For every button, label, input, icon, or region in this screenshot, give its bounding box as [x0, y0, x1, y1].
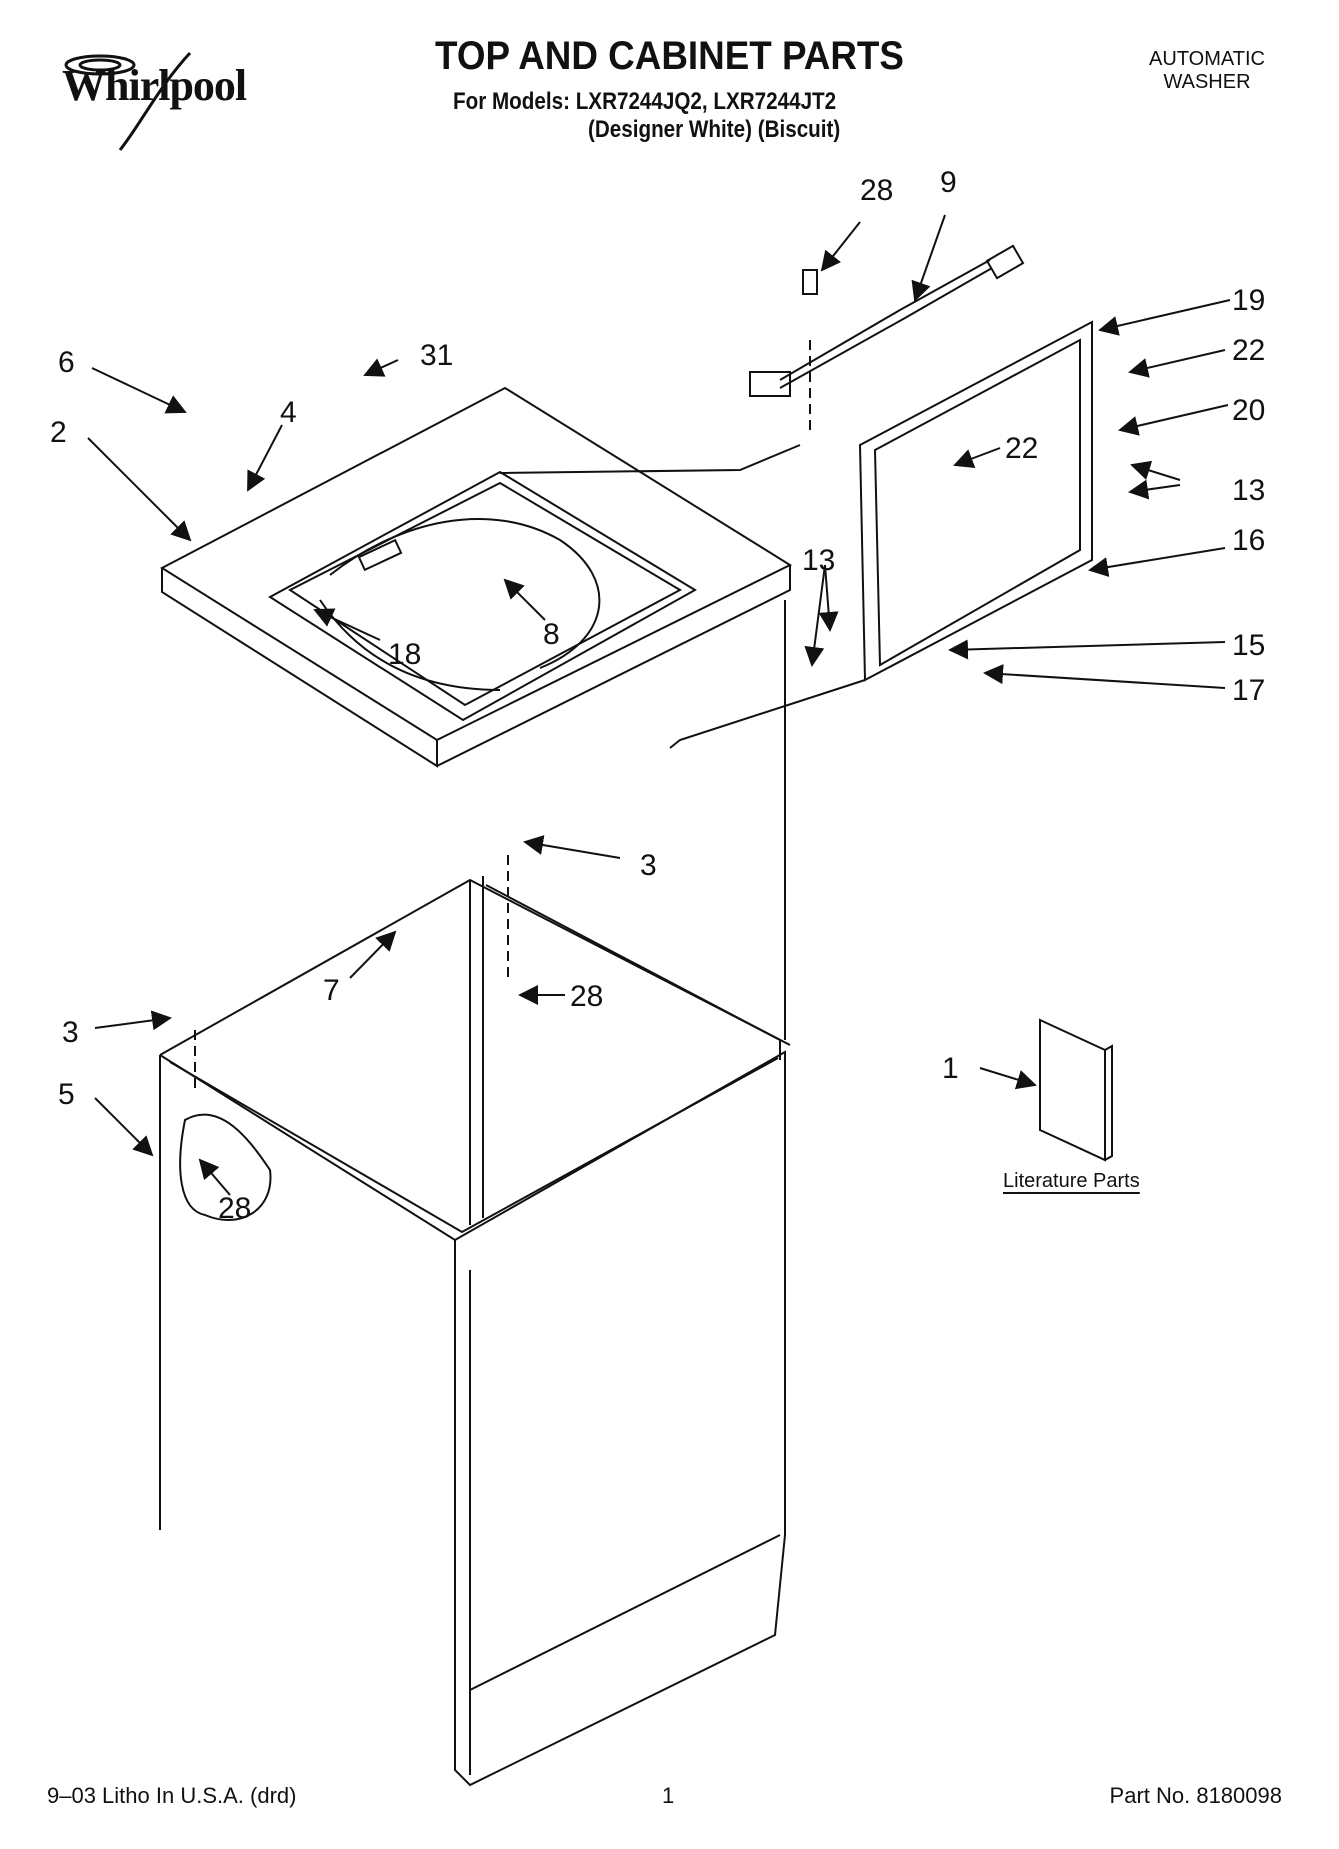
callout-28-low: 28 [218, 1192, 251, 1225]
callout-28-mid: 28 [570, 980, 603, 1013]
callout-6: 6 [58, 346, 75, 379]
callout-13-right: 13 [1232, 474, 1265, 507]
callout-22-inner: 22 [1005, 432, 1038, 465]
models-line: For Models: LXR7244JQ2, LXR7244JT2 [453, 88, 837, 115]
footer-part-no: Part No. 8180098 [1109, 1783, 1282, 1808]
wire-harness [749, 244, 1025, 436]
callout-28-top: 28 [860, 174, 893, 207]
top-panel [159, 386, 793, 768]
swirl-icon [64, 51, 192, 151]
callout-22-right: 22 [1232, 334, 1265, 367]
callout-8: 8 [543, 618, 560, 651]
callout-5: 5 [58, 1078, 75, 1111]
callout-9: 9 [940, 166, 957, 199]
product-type-line2: WASHER [1163, 71, 1251, 93]
callout-1: 1 [942, 1052, 959, 1085]
callout-4: 4 [280, 396, 297, 429]
callout-13-left: 13 [802, 544, 835, 577]
callout-31: 31 [420, 339, 453, 372]
callout-3-left: 3 [62, 1016, 79, 1049]
variants-line: (Designer White) (Biscuit) [588, 116, 841, 143]
brand-logo [40, 45, 280, 155]
callout-19: 19 [1232, 284, 1265, 317]
literature-label: Literature Parts [1003, 1170, 1140, 1192]
callout-17: 17 [1232, 674, 1265, 707]
callout-2: 2 [50, 416, 67, 449]
callout-18: 18 [388, 638, 421, 671]
cabinet [159, 600, 791, 1787]
callout-15: 15 [1232, 629, 1265, 662]
callout-16: 16 [1232, 524, 1265, 557]
leader-lines [87, 214, 1231, 1196]
product-type: AUTOMATIC WASHER [1132, 48, 1282, 94]
callout-7: 7 [323, 974, 340, 1007]
footer-litho: 9–03 Litho In U.S.A. (drd) [47, 1783, 297, 1808]
callout-20: 20 [1232, 394, 1265, 427]
product-type-line1: AUTOMATIC [1149, 48, 1265, 70]
literature-book [1039, 1018, 1113, 1162]
callout-3-top: 3 [640, 849, 657, 882]
brand-name: Whirlpool [62, 61, 247, 110]
page-title: TOP AND CABINET PARTS [435, 34, 904, 78]
footer-page: 1 [662, 1783, 675, 1808]
